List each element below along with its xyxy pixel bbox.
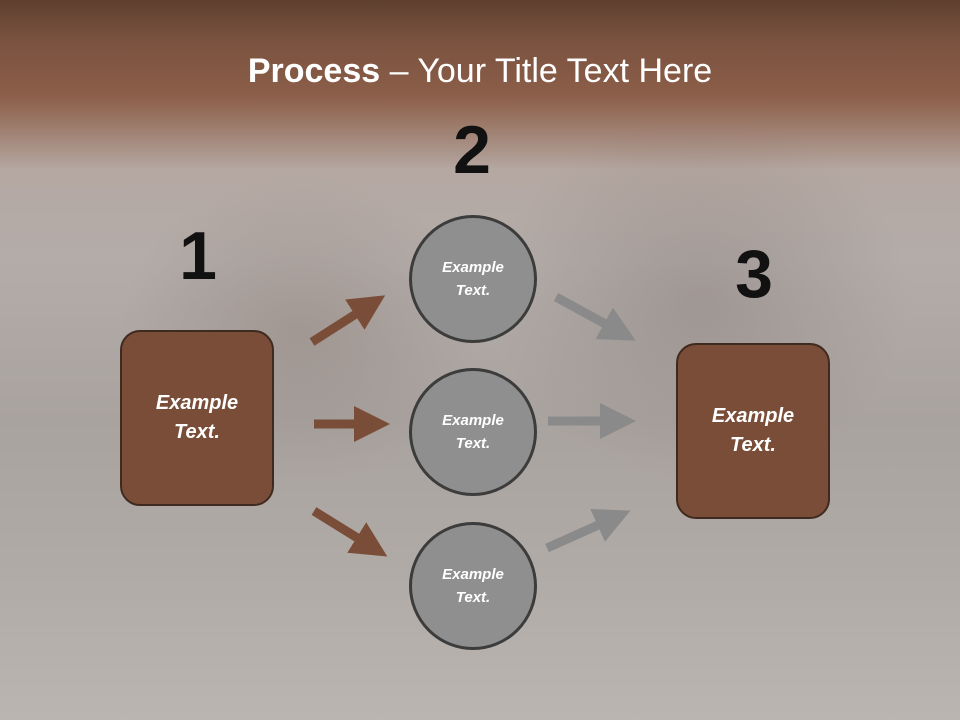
title-rest: – Your Title Text Here	[380, 52, 713, 90]
arrow-1-to-top	[309, 295, 386, 346]
step-number-3: 3	[735, 236, 773, 312]
step-2-circle-middle[interactable]: Example Text.	[409, 368, 537, 496]
step-2-circle-bottom[interactable]: Example Text.	[409, 522, 537, 650]
arrow-bottom-to-3	[545, 508, 631, 553]
step-2-circle-top[interactable]: Example Text.	[409, 215, 537, 343]
step-3-box[interactable]: Example Text.	[676, 343, 830, 519]
circle-top-line1: Example	[442, 259, 504, 276]
title-bold: Process	[247, 52, 381, 90]
step-1-box[interactable]: Example Text.	[120, 330, 274, 506]
slide-title: Process – Your Title Text Here	[0, 52, 960, 91]
step-3-text-line2: Text.	[730, 434, 776, 456]
step-3-text-line1: Example	[711, 405, 795, 427]
step-number-1: 1	[179, 218, 217, 294]
arrow-1-to-bottom	[311, 507, 388, 557]
circle-middle-line2: Text.	[455, 435, 491, 452]
step-1-text-line2: Text.	[174, 421, 220, 443]
arrow-top-to-3	[553, 293, 636, 341]
step-1-text-line1: Example	[155, 392, 239, 414]
circle-bottom-line2: Text.	[455, 589, 491, 606]
circle-middle-line1: Example	[442, 412, 504, 429]
circle-top-line2: Text.	[455, 282, 491, 299]
step-number-2: 2	[453, 112, 491, 188]
circle-bottom-line1: Example	[442, 566, 504, 583]
